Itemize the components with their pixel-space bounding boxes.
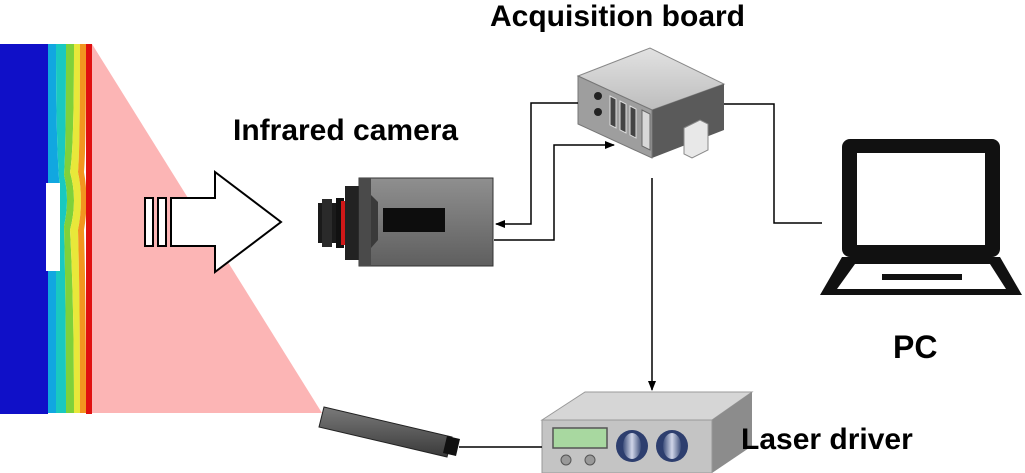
heat-flow-arrow-icon xyxy=(144,169,283,275)
pc-label: PC xyxy=(893,329,938,365)
laser-driver-label: Laser driver xyxy=(741,423,913,456)
camera-to-board-line xyxy=(494,141,615,241)
board-to-pc-line xyxy=(724,103,822,224)
infrared-camera-icon xyxy=(318,177,494,267)
laptop-icon xyxy=(820,139,1022,295)
laser-head-icon xyxy=(318,406,460,458)
acquisition-board-label: Acquisition board xyxy=(490,0,745,33)
board-to-camera-line xyxy=(495,102,578,228)
acquisition-board-icon xyxy=(576,47,726,159)
infrared-camera-label: Infrared camera xyxy=(233,114,459,147)
connection-lines xyxy=(459,102,822,448)
thermal-sample-icon xyxy=(0,44,92,414)
laser-driver-icon xyxy=(540,391,754,473)
